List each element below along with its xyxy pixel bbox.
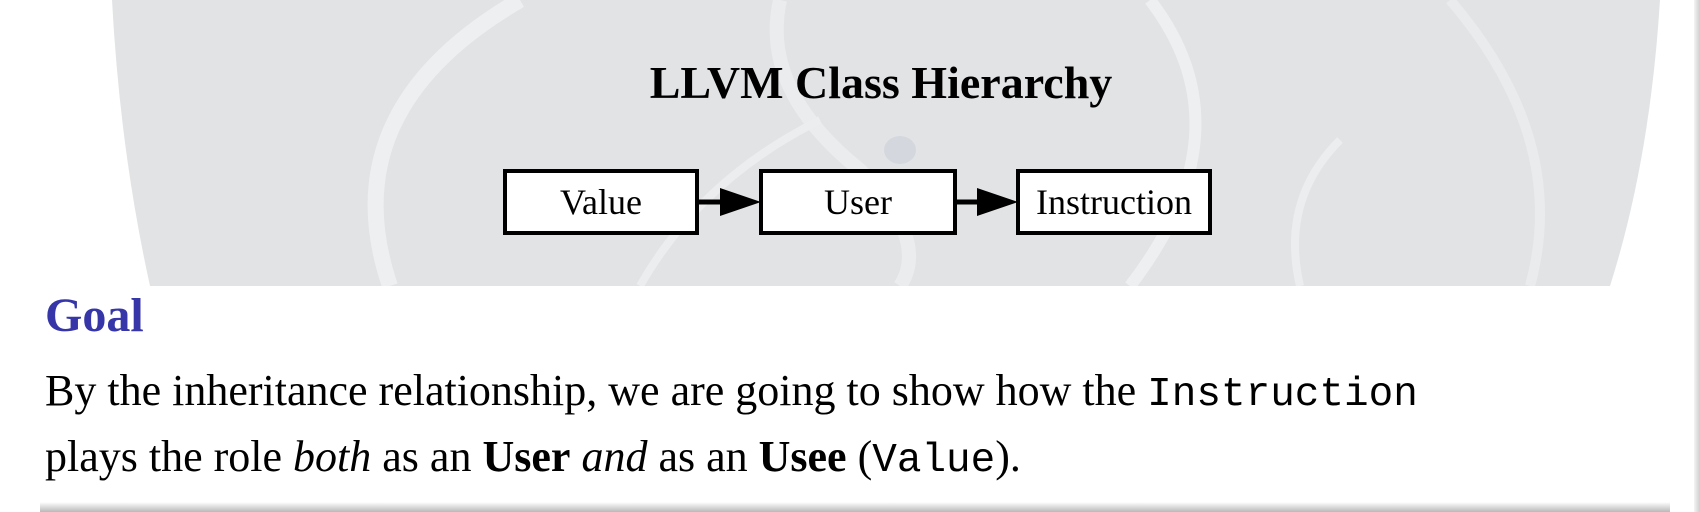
line2-text: as an — [647, 432, 759, 481]
line2-text: plays the role — [45, 432, 294, 481]
background-watermark — [112, 0, 1660, 286]
slide-shadow — [40, 502, 1670, 512]
emphasis-both: both — [293, 432, 372, 481]
goal-paragraph: By the inheritance relationship, we are … — [45, 360, 1665, 492]
node-instruction-box — [1016, 169, 1212, 235]
emphasis-and: and — [581, 432, 648, 481]
node-value-label: Value — [560, 182, 642, 222]
arrowhead-user — [720, 188, 761, 216]
line2-text: as an — [371, 432, 483, 481]
arrowhead-instruction — [977, 188, 1018, 216]
line2-text — [570, 432, 581, 481]
bold-usee: Usee — [758, 432, 847, 481]
value-code: Value — [872, 438, 996, 484]
instruction-code: Instruction — [1147, 372, 1418, 418]
node-instruction-label: Instruction — [1036, 182, 1192, 222]
node-user-label: User — [824, 182, 892, 222]
diagram-title: LLVM Class Hierarchy — [649, 57, 1113, 108]
line1-text: By the inheritance relationship, we are … — [45, 366, 1148, 415]
line2-text: ( — [846, 432, 873, 481]
class-hierarchy-diagram — [503, 169, 1212, 235]
line2-text: ). — [995, 432, 1021, 481]
goal-heading: Goal — [45, 289, 144, 342]
node-value-box — [503, 169, 699, 235]
slide-edge — [1694, 0, 1700, 512]
bold-user: User — [482, 432, 571, 481]
